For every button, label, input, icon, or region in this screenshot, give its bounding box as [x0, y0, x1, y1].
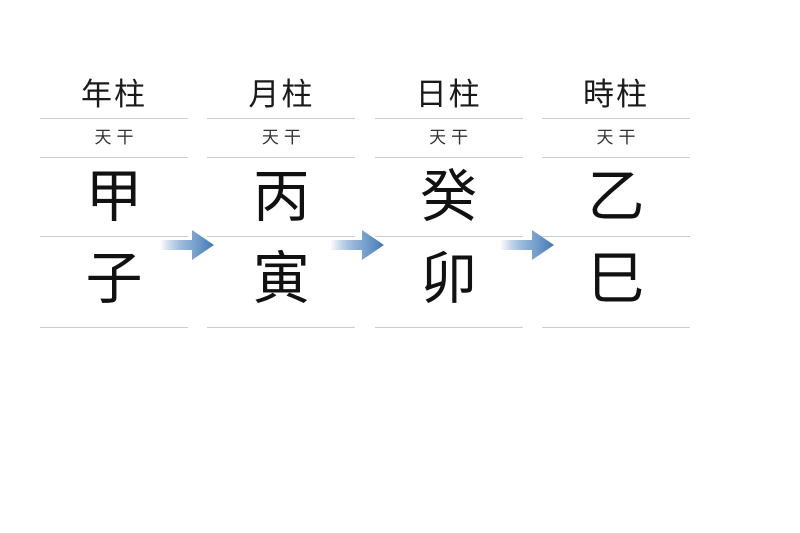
- stem-char-hour: 乙: [587, 165, 645, 229]
- pillar-column-hour[interactable]: 時柱 天干 乙 巳: [541, 72, 690, 328]
- stem-cell-hour[interactable]: 乙: [542, 158, 690, 236]
- stem-char-day: 癸: [420, 165, 478, 229]
- branch-cell-year[interactable]: 子: [40, 237, 188, 321]
- pillar-sublabel-year: 天干: [94, 128, 139, 147]
- divider-between-stem-branch-day: [374, 236, 523, 237]
- branch-char-hour: 巳: [587, 247, 645, 311]
- pillar-column-month[interactable]: 月柱 天干 丙 寅: [207, 72, 356, 328]
- stem-cell-month[interactable]: 丙: [207, 158, 355, 236]
- divider-under-header-day: [374, 118, 523, 119]
- pillar-sublabel-day: 天干: [429, 128, 474, 147]
- branch-cell-month[interactable]: 寅: [207, 237, 355, 321]
- pillars-row: 年柱 天干 甲 子 月柱 天干 丙 寅: [40, 72, 690, 328]
- branch-cell-hour[interactable]: 巳: [542, 237, 690, 321]
- divider-under-sublabel-year: [40, 157, 188, 158]
- divider-under-sublabel-month: [207, 157, 356, 158]
- divider-under-sublabel-day: [374, 157, 523, 158]
- divider-under-header-year: [40, 118, 188, 119]
- branch-cell-day[interactable]: 卯: [375, 237, 523, 321]
- branch-char-day: 卯: [420, 247, 478, 311]
- pillar-header-year: 年柱: [81, 77, 147, 112]
- pillar-column-year[interactable]: 年柱 天干 甲 子: [40, 72, 188, 328]
- divider-bottom-hour: [541, 327, 690, 328]
- divider-bottom-month: [207, 327, 356, 328]
- stem-char-month: 丙: [252, 165, 310, 229]
- pillar-column-day[interactable]: 日柱 天干 癸 卯: [374, 72, 523, 328]
- stem-cell-day[interactable]: 癸: [375, 158, 523, 236]
- stem-char-year: 甲: [85, 165, 143, 229]
- stem-cell-year[interactable]: 甲: [40, 158, 188, 236]
- divider-between-stem-branch-year: [40, 236, 188, 237]
- branch-char-year: 子: [85, 247, 143, 311]
- pillar-sublabel-month: 天干: [261, 128, 306, 147]
- divider-bottom-day: [374, 327, 523, 328]
- branch-char-month: 寅: [252, 247, 310, 311]
- pillar-sublabel-hour: 天干: [596, 128, 641, 147]
- divider-under-sublabel-hour: [541, 157, 690, 158]
- divider-under-header-month: [207, 118, 356, 119]
- divider-between-stem-branch-hour: [541, 236, 690, 237]
- divider-between-stem-branch-month: [207, 236, 356, 237]
- divider-bottom-year: [40, 327, 188, 328]
- pillar-header-month: 月柱: [248, 77, 315, 112]
- divider-under-header-hour: [541, 118, 690, 119]
- pillar-header-day: 日柱: [415, 77, 482, 112]
- pillar-header-hour: 時柱: [582, 77, 649, 112]
